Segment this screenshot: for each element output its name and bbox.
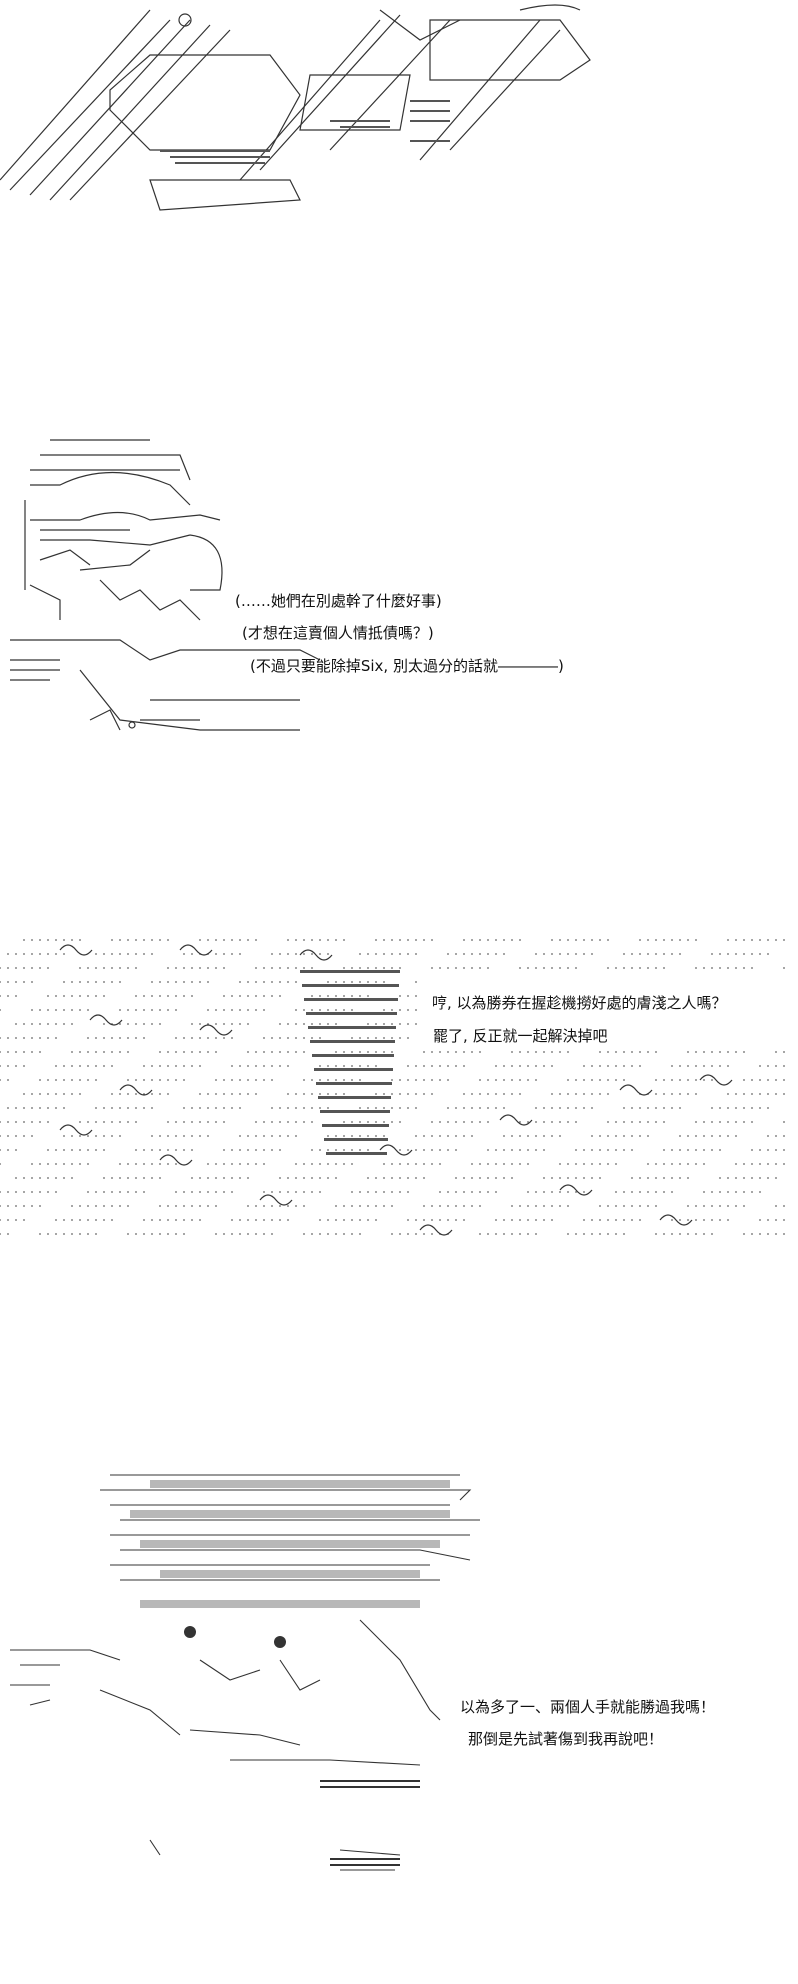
panel-1-art <box>0 0 798 240</box>
panel-2: (……她們在別處幹了什麼好事) (才想在這賣個人情抵債嗎？) (不過只要能除掉S… <box>0 420 798 750</box>
thought-line-3: (不過只要能除掉Six, 別太過分的話就――――) <box>250 657 564 675</box>
ascii-art-dust-cloud <box>0 939 785 1236</box>
speech-line-2: 罷了, 反正就一起解決掉吧 <box>433 1027 608 1045</box>
thought-line-2: (才想在這賣個人情抵債嗎？) <box>242 624 434 642</box>
ascii-art-action-scene <box>0 4 591 211</box>
thought-line-1: (……她們在別處幹了什麼好事) <box>235 592 442 610</box>
dust-dots <box>0 939 785 1235</box>
ascii-art-masked-character <box>10 439 320 731</box>
panel-3: 哼, 以為勝券在握趁機撈好處的膚淺之人嗎？ 罷了, 反正就一起解決掉吧 <box>0 930 798 1290</box>
ascii-art-dark-figure <box>10 1474 480 1871</box>
dust-swirls <box>59 944 733 1236</box>
speech-line-1: 哼, 以為勝券在握趁機撈好處的膚淺之人嗎？ <box>432 994 727 1012</box>
speech-line-4: 那倒是先試著傷到我再說吧！ <box>468 1730 664 1748</box>
speech-line-3: 以為多了一、兩個人手就能勝過我嗎！ <box>460 1698 716 1716</box>
panel-4: 以為多了一、兩個人手就能勝過我嗎！ 那倒是先試著傷到我再說吧！ <box>0 1460 798 1890</box>
